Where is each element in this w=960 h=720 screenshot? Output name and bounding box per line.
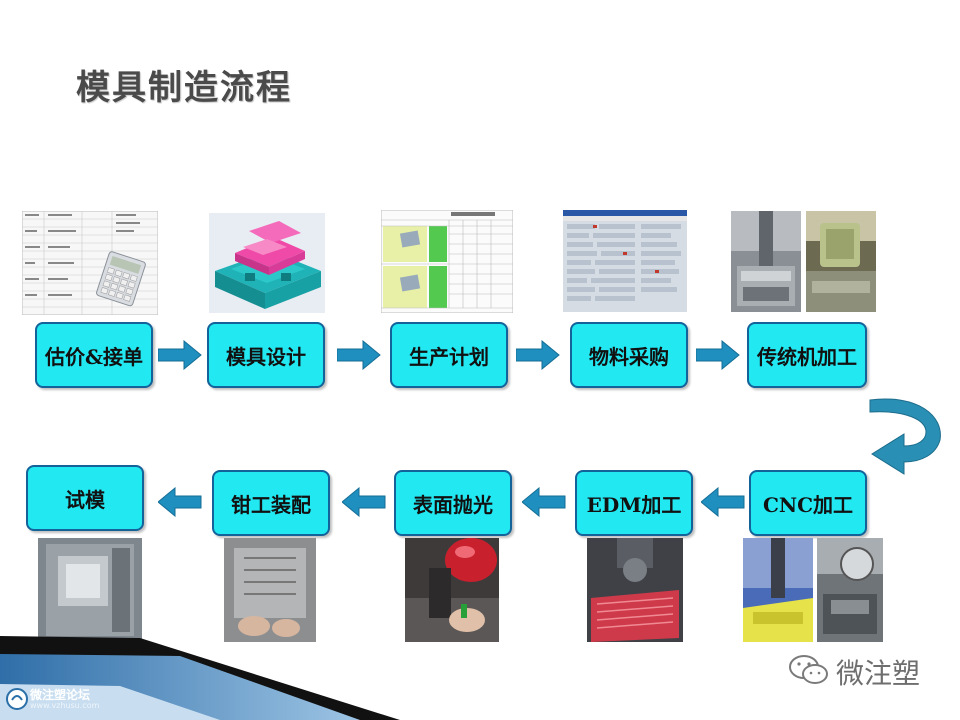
footer-band-graphic bbox=[0, 636, 400, 720]
trial-mold-photo bbox=[38, 538, 142, 642]
brand-watermark: 微注塑 bbox=[788, 650, 948, 690]
step-edm-machining: EDM加工 bbox=[575, 470, 693, 536]
step-trial-mold: 试模 bbox=[26, 465, 144, 531]
brand-name: 微注塑 bbox=[836, 657, 921, 690]
step-trial-mold-label: 试模 bbox=[65, 487, 105, 512]
step-production-plan-label: 生产计划 bbox=[409, 344, 489, 369]
quote-sheet-graphic bbox=[22, 211, 158, 315]
arrow-right-1-icon bbox=[158, 340, 202, 370]
curved-turn-arrow-icon bbox=[869, 398, 941, 475]
polishing-photo bbox=[405, 538, 499, 642]
mold-design-graphic bbox=[209, 213, 325, 313]
arrow-left-1-icon bbox=[701, 487, 745, 517]
arrow-left-2-icon bbox=[522, 487, 566, 517]
cnc-photo-2 bbox=[817, 538, 883, 642]
step-cnc-machining-label: CNC加工 bbox=[762, 492, 854, 517]
material-purchase-graphic bbox=[563, 210, 687, 312]
arrow-right-4-icon bbox=[696, 340, 740, 370]
step-mold-design: 模具设计 bbox=[207, 322, 325, 388]
quote-sheet-image bbox=[22, 211, 158, 315]
cnc-photo-2-graphic bbox=[817, 538, 883, 642]
step-surface-polish-label: 表面抛光 bbox=[413, 492, 493, 517]
forum-logo-icon bbox=[6, 688, 28, 710]
step-mold-design-label: 模具设计 bbox=[226, 344, 306, 369]
forum-watermark: 微注塑论坛 www.vzhusu.com bbox=[6, 684, 116, 714]
machining-photo-1-graphic bbox=[731, 211, 801, 312]
step-cnc-machining: CNC加工 bbox=[749, 470, 867, 536]
step-quote-order: 估价&接单 bbox=[35, 322, 153, 388]
cnc-photo-1 bbox=[743, 538, 813, 642]
step-quote-order-label: 估价&接单 bbox=[44, 344, 144, 369]
polishing-photo-graphic bbox=[405, 538, 499, 642]
step-surface-polish: 表面抛光 bbox=[394, 470, 512, 536]
machining-photo-1 bbox=[731, 211, 801, 312]
production-plan-image bbox=[381, 210, 513, 313]
edm-photo-graphic bbox=[587, 538, 683, 642]
step-fitter-assembly-label: 钳工装配 bbox=[231, 492, 311, 517]
trial-mold-photo-graphic bbox=[38, 538, 142, 642]
forum-url: www.vzhusu.com bbox=[30, 701, 100, 710]
edm-photo bbox=[587, 538, 683, 642]
step-material-purchase-label: 物料采购 bbox=[589, 344, 669, 369]
step-material-purchase: 物料采购 bbox=[570, 322, 688, 388]
production-plan-graphic bbox=[381, 210, 513, 313]
machining-photo-2-graphic bbox=[806, 211, 876, 312]
assembly-photo-graphic bbox=[224, 538, 316, 642]
step-traditional-machining-label: 传统机加工 bbox=[757, 344, 857, 369]
cnc-photo-1-graphic bbox=[743, 538, 813, 642]
material-purchase-image bbox=[563, 210, 687, 312]
arrow-right-2-icon bbox=[337, 340, 381, 370]
machining-photo-2 bbox=[806, 211, 876, 312]
step-fitter-assembly: 钳工装配 bbox=[212, 470, 330, 536]
arrow-right-3-icon bbox=[516, 340, 560, 370]
assembly-photo bbox=[224, 538, 316, 642]
mold-design-image bbox=[209, 213, 325, 313]
step-production-plan: 生产计划 bbox=[390, 322, 508, 388]
forum-name: 微注塑论坛 bbox=[30, 688, 91, 702]
page-title: 模具制造流程 bbox=[76, 68, 292, 108]
arrow-left-3-icon bbox=[342, 487, 386, 517]
arrow-left-4-icon bbox=[158, 487, 202, 517]
wechat-logo-icon bbox=[789, 655, 828, 684]
step-traditional-machining: 传统机加工 bbox=[747, 322, 867, 388]
step-edm-machining-label: EDM加工 bbox=[586, 492, 682, 517]
